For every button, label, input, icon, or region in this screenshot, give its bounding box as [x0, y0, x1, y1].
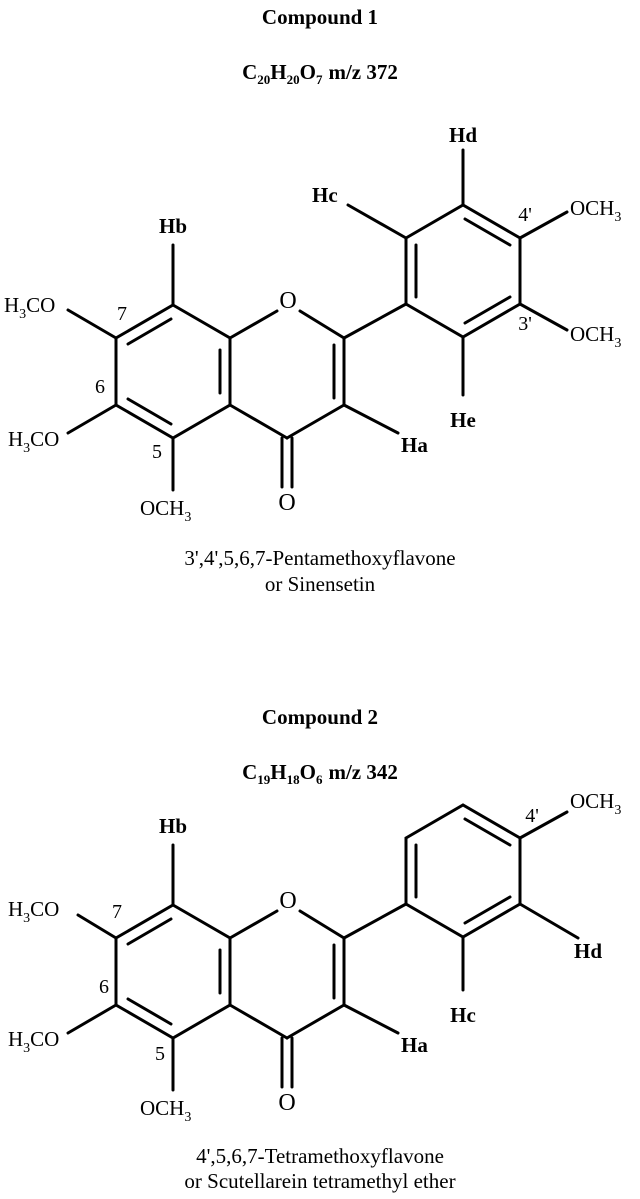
compound-2-position-7: 7 [112, 901, 122, 923]
compound-2-methoxy-4prime: OCH3 [570, 789, 621, 818]
compound-1-ring-c [228, 309, 346, 489]
compound-1-ring-oxygen: O [279, 288, 296, 314]
compound-1-hd: Hd [449, 123, 477, 147]
compound-2-ring-a [114, 903, 232, 1040]
compound-1-name: 3',4',5,6,7-Pentamethoxyflavone [184, 546, 455, 570]
compound-1-ha: Ha [401, 433, 428, 457]
compound-2-position-5: 5 [155, 1043, 165, 1065]
compound-1-position-5: 5 [152, 441, 162, 463]
compound-2-methoxy-5: OCH3 [140, 1096, 191, 1125]
compound-2-hd: Hd [574, 939, 602, 963]
compound-1-substituent-bonds [66, 243, 408, 492]
compound-2-substituent-bonds [66, 843, 408, 1092]
compound-2-ring-c [228, 909, 346, 1089]
compound-2-hc: Hc [450, 1003, 476, 1027]
compound-2-position-4prime: 4' [525, 805, 539, 827]
compound-1-alt-name: or Sinensetin [265, 572, 376, 596]
compound-1-position-3prime: 3' [518, 313, 532, 335]
compound-2-ring-b [404, 803, 580, 992]
compound-1-position-6: 6 [95, 376, 105, 398]
compound-2-hb: Hb [159, 814, 187, 838]
compound-1-methoxy-3prime: OCH3 [570, 322, 621, 351]
compound-2-methoxy-7: H3CO [8, 897, 59, 926]
compound-2-ha: Ha [401, 1033, 428, 1057]
compound-1-methoxy-7: H3CO [4, 293, 55, 322]
compound-2-carbonyl-oxygen: O [278, 1090, 295, 1116]
compound-1-ring-b [346, 148, 569, 397]
compound-1-position-7: 7 [117, 303, 127, 325]
compound-1-he: He [450, 408, 476, 432]
compound-2-name: 4',5,6,7-Tetramethoxyflavone [196, 1144, 444, 1168]
compound-1-ring-a [114, 303, 232, 440]
compound-1-methoxy-5: OCH3 [140, 496, 191, 525]
compound-1-position-4prime: 4' [518, 204, 532, 226]
compound-1-hb: Hb [159, 214, 187, 238]
compound-2-methoxy-6: H3CO [8, 1027, 59, 1056]
compound-2-title: Compound 2 [262, 705, 378, 729]
compound-1-title: Compound 1 [262, 5, 378, 29]
compound-1-carbonyl-oxygen: O [278, 490, 295, 516]
compound-1-methoxy-6: H3CO [8, 427, 59, 456]
compound-1-methoxy-4prime: OCH3 [570, 196, 621, 225]
compound-2-alt-name: or Scutellarein tetramethyl ether [184, 1169, 455, 1193]
compound-1-hc: Hc [312, 183, 338, 207]
compound-2-ring-oxygen: O [279, 888, 296, 914]
compound-2-position-6: 6 [99, 976, 109, 998]
